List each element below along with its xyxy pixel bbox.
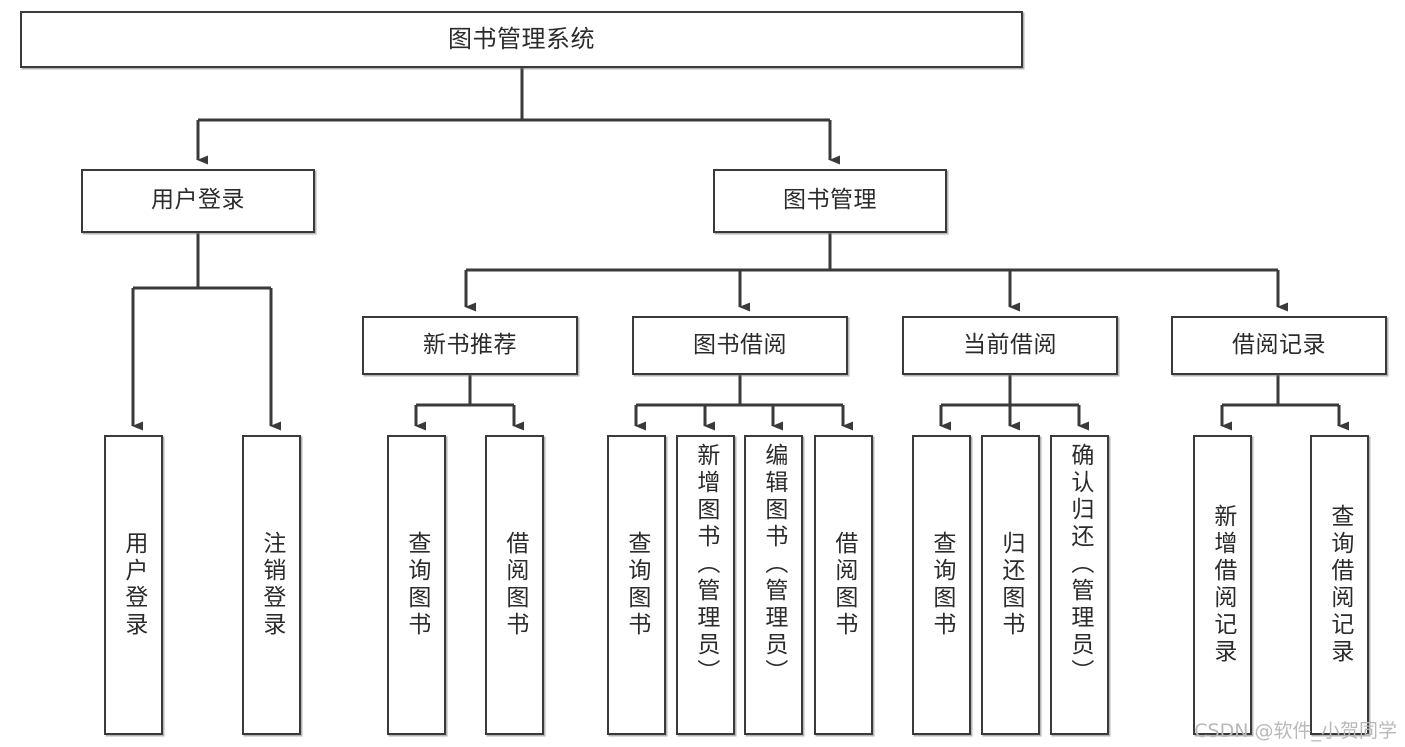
- node-label: 编辑图书（管理员）: [760, 443, 787, 686]
- leaf-logout[interactable]: 注销登录: [242, 435, 301, 735]
- watermark-text: CSDN @软件_小贺同学: [1194, 720, 1397, 742]
- node-label: 借阅图书: [830, 531, 857, 639]
- node-label: 新书推荐: [423, 331, 517, 358]
- leaf-query-borrow-record[interactable]: 查询借阅记录: [1310, 435, 1369, 735]
- leaf-query-book-3[interactable]: 查询图书: [912, 435, 971, 735]
- node-label: 当前借阅: [963, 331, 1057, 358]
- node-label: 用户登录: [151, 187, 245, 214]
- leaf-add-borrow-record[interactable]: 新增借阅记录: [1193, 435, 1252, 735]
- leaf-confirm-return[interactable]: 确认归还（管理员）: [1050, 435, 1109, 735]
- leaf-query-book-2[interactable]: 查询图书: [607, 435, 666, 735]
- leaf-query-book-1[interactable]: 查询图书: [387, 435, 446, 735]
- node-label: 图书借阅: [693, 331, 787, 358]
- leaf-add-book[interactable]: 新增图书（管理员）: [676, 435, 735, 735]
- node-label: 借阅记录: [1232, 331, 1326, 358]
- node-borrow-record[interactable]: 借阅记录: [1171, 316, 1387, 375]
- node-label: 查询借阅记录: [1326, 504, 1353, 666]
- node-root-system[interactable]: 图书管理系统: [20, 11, 1023, 68]
- leaf-return-book[interactable]: 归还图书: [981, 435, 1040, 735]
- node-label: 图书管理: [783, 187, 877, 214]
- leaf-borrow-book-1[interactable]: 借阅图书: [485, 435, 544, 735]
- node-label: 查询图书: [623, 531, 650, 639]
- node-book-manage[interactable]: 图书管理: [713, 169, 947, 233]
- node-label: 用户登录: [120, 531, 147, 639]
- node-label: 新增借阅记录: [1209, 504, 1236, 666]
- node-label: 图书管理系统: [448, 25, 595, 54]
- node-label: 借阅图书: [501, 531, 528, 639]
- node-user-login[interactable]: 用户登录: [81, 169, 315, 233]
- node-new-book-recommend[interactable]: 新书推荐: [362, 316, 578, 375]
- leaf-borrow-book-2[interactable]: 借阅图书: [814, 435, 873, 735]
- node-label: 查询图书: [403, 531, 430, 639]
- node-current-borrow[interactable]: 当前借阅: [902, 316, 1118, 375]
- node-label: 确认归还（管理员）: [1066, 443, 1093, 686]
- node-label: 注销登录: [258, 531, 285, 639]
- leaf-edit-book[interactable]: 编辑图书（管理员）: [744, 435, 803, 735]
- node-book-borrow[interactable]: 图书借阅: [632, 316, 848, 375]
- node-label: 归还图书: [997, 531, 1024, 639]
- node-label: 新增图书（管理员）: [692, 443, 719, 686]
- node-label: 查询图书: [928, 531, 955, 639]
- leaf-user-login[interactable]: 用户登录: [104, 435, 163, 735]
